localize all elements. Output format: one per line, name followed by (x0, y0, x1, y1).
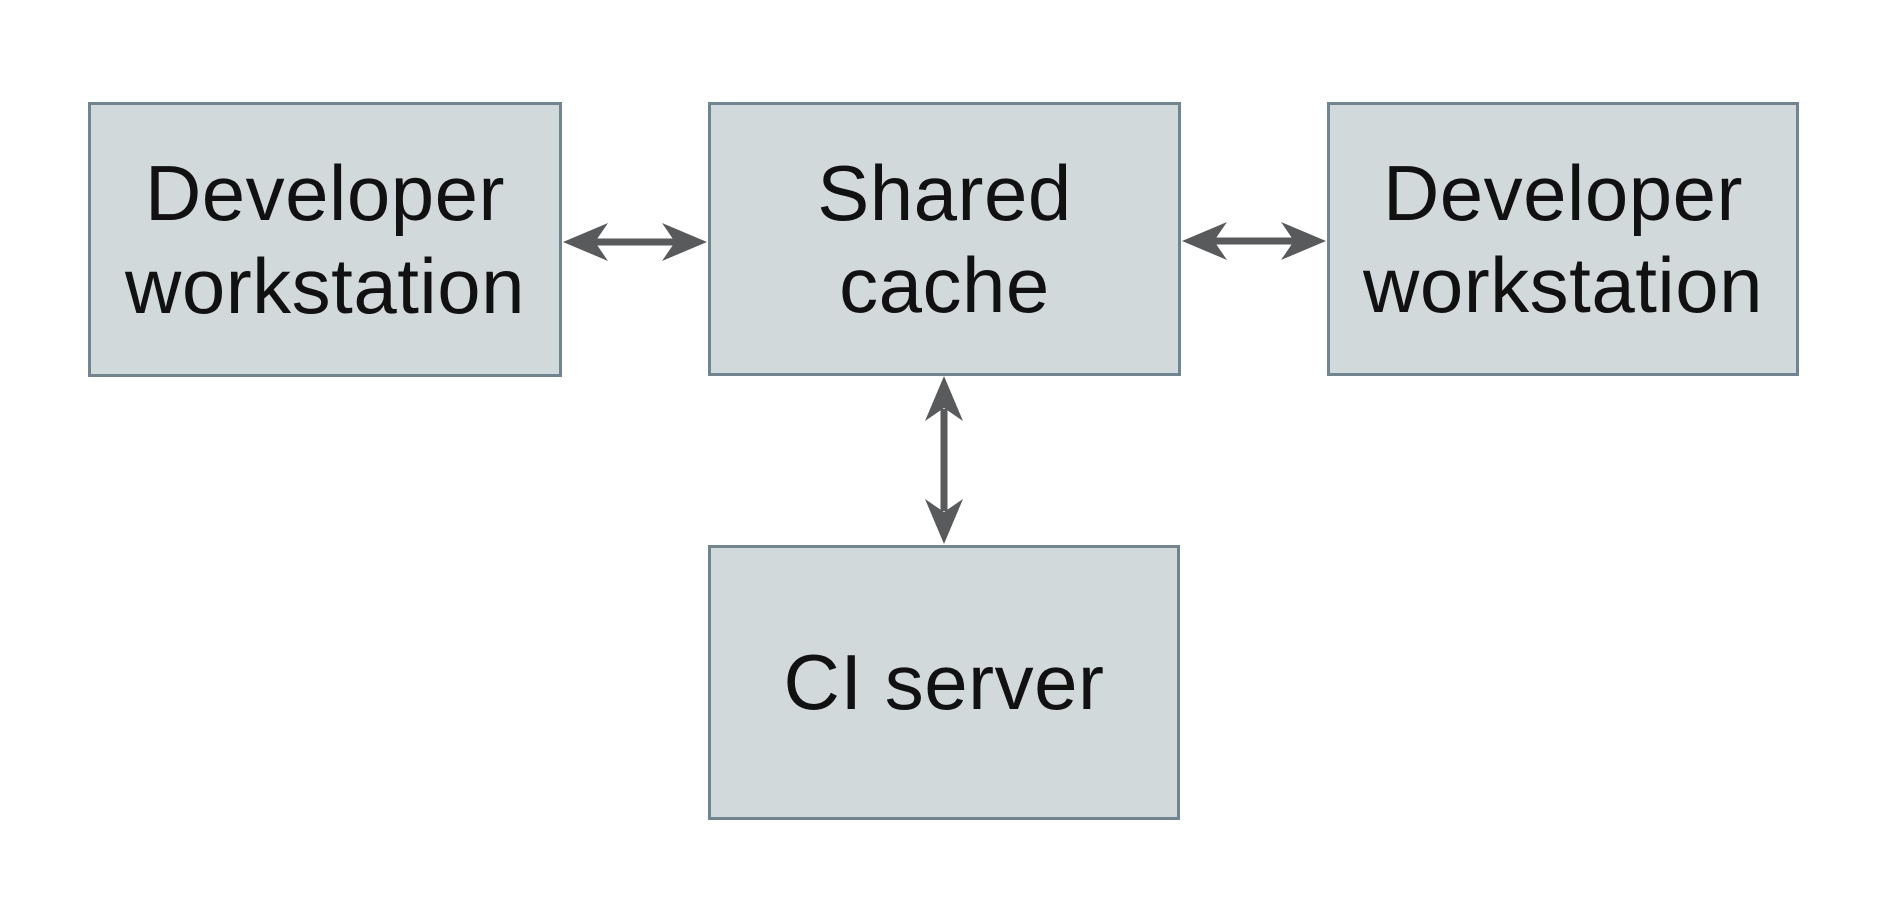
node-label-ci-server: CI server (783, 638, 1105, 727)
node-developer-workstation-right: Developer workstation (1327, 102, 1799, 376)
bidirectional-arrow-shared-cache-ci-server (925, 376, 963, 544)
arrowhead-down-icon (925, 499, 963, 544)
node-developer-workstation-left: Developer workstation (88, 102, 562, 377)
bidirectional-arrow-left-workstation-shared-cache (563, 223, 707, 261)
arrowhead-left-icon (1182, 222, 1227, 260)
node-label-developer-workstation-left: Developer workstation (125, 149, 525, 330)
arrow-shaft (592, 238, 678, 246)
arrow-shaft (1211, 237, 1297, 245)
node-ci-server: CI server (708, 545, 1180, 820)
node-label-shared-cache: Shared cache (817, 148, 1072, 329)
arrowhead-right-icon (662, 223, 707, 261)
arrowhead-up-icon (925, 376, 963, 421)
node-label-developer-workstation-right: Developer workstation (1363, 148, 1763, 329)
arrowhead-right-icon (1281, 222, 1326, 260)
arrowhead-left-icon (563, 223, 608, 261)
bidirectional-arrow-shared-cache-right-workstation (1182, 222, 1326, 260)
node-shared-cache: Shared cache (708, 102, 1181, 376)
arrow-shaft (940, 409, 948, 511)
